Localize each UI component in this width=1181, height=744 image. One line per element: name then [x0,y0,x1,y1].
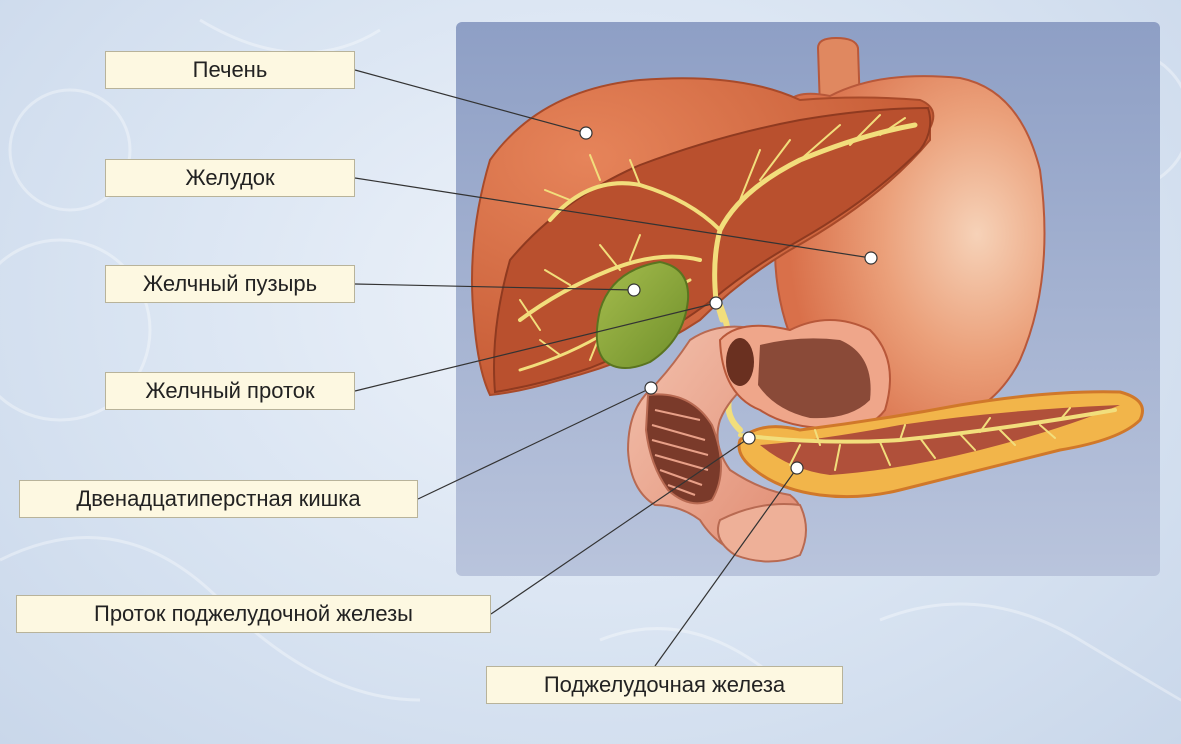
label-gallbladder: Желчный пузырь [105,265,355,303]
label-pancreas: Поджелудочная железа [486,666,843,704]
label-pancreatic-duct: Проток поджелудочной железы [16,595,491,633]
pancreatic-duct [738,407,1117,471]
label-duodenum: Двенадцатиперстная кишка [19,480,418,518]
leader-dots [579,126,878,475]
leader-lines [354,69,872,667]
gallbladder-shape [595,260,690,369]
label-liver: Печень [105,51,355,89]
label-bile-duct: Желчный проток [105,372,355,410]
label-stomach: Желудок [105,159,355,197]
